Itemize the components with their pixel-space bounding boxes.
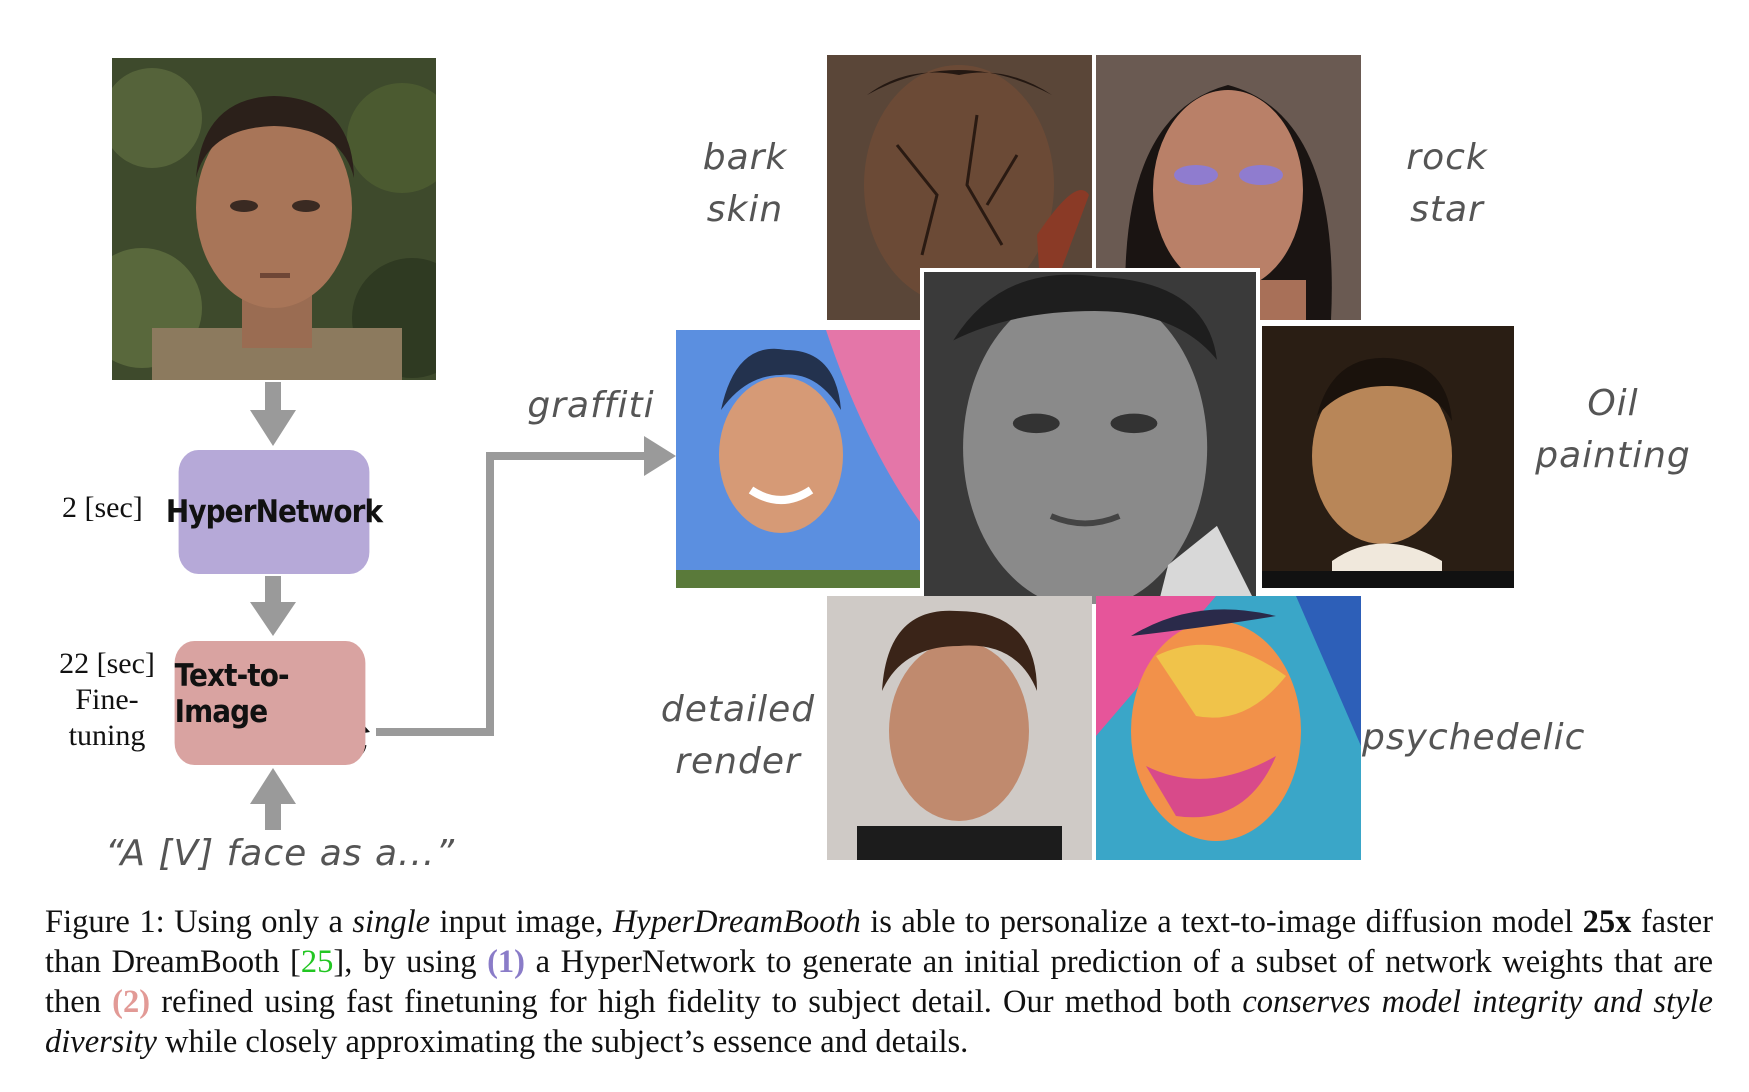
caption-text: ], by using xyxy=(333,944,488,980)
t2i-note-line1: Fine- xyxy=(75,683,139,716)
label-detailed-render: detailed render xyxy=(660,684,816,788)
caption-speedup: 25x xyxy=(1582,904,1632,940)
label-oil: Oil xyxy=(1587,383,1639,424)
caption-text: is able to personalize a text-to-image d… xyxy=(860,904,1583,940)
caption-method-name: HyperDreamBooth xyxy=(612,904,861,940)
label-oil-painting: Oil painting xyxy=(1528,378,1698,482)
label-psychedelic: psychedelic xyxy=(1362,717,1586,758)
hypernetwork-time: 2 [sec] xyxy=(62,491,143,524)
text-to-image-label: Text-to-Image xyxy=(174,658,290,730)
label-rock-star: rock star xyxy=(1392,132,1502,236)
label-rock: rock xyxy=(1406,137,1488,178)
caption-emphasis: single xyxy=(352,904,431,940)
caption-text: input image, xyxy=(430,904,613,940)
label-star: star xyxy=(1410,189,1484,230)
figure-caption: Figure 1: Using only a single input imag… xyxy=(45,902,1713,1062)
prompt-text: “A [V] face as a...” xyxy=(104,833,456,874)
label-painting: painting xyxy=(1535,435,1691,476)
t2i-time-value: 22 [sec] xyxy=(59,647,155,680)
label-render: render xyxy=(675,741,801,782)
oil-painting-photo xyxy=(1262,326,1514,588)
graffiti-photo xyxy=(676,330,926,588)
caption-emphasis: conserves model integrity and style dive… xyxy=(45,984,1713,1060)
step-1-marker: (1) xyxy=(487,944,526,980)
input-photo xyxy=(112,58,436,380)
label-bark: bark xyxy=(702,137,788,178)
label-detailed: detailed xyxy=(660,689,816,730)
caption-text: Figure 1: Using only a xyxy=(45,904,353,940)
caption-text: faster than DreamBooth [ xyxy=(45,904,1714,980)
citation-link[interactable]: 25 xyxy=(300,944,334,980)
caption-text: while closely approximating the subject’… xyxy=(156,1024,969,1060)
hypernetwork-label: HyperNetwork xyxy=(165,494,383,530)
label-skin: skin xyxy=(706,189,784,230)
caption-text: a HyperNetwork to generate an initial pr… xyxy=(45,944,1713,1020)
text-to-image-box: Text-to-Image xyxy=(174,641,366,765)
center-portrait-photo xyxy=(920,268,1260,608)
t2i-note-line2: tuning xyxy=(68,719,146,752)
label-bark-skin: bark skin xyxy=(690,132,800,236)
label-graffiti: graffiti xyxy=(527,385,655,426)
hypernetwork-box: HyperNetwork xyxy=(166,450,383,574)
caption-text: refined using fast finetuning for high f… xyxy=(150,984,1243,1020)
psychedelic-photo xyxy=(1096,596,1361,860)
detailed-render-photo xyxy=(827,596,1092,860)
step-2-marker: (2) xyxy=(112,984,151,1020)
t2i-time: 22 [sec] Fine- tuning xyxy=(52,646,162,754)
